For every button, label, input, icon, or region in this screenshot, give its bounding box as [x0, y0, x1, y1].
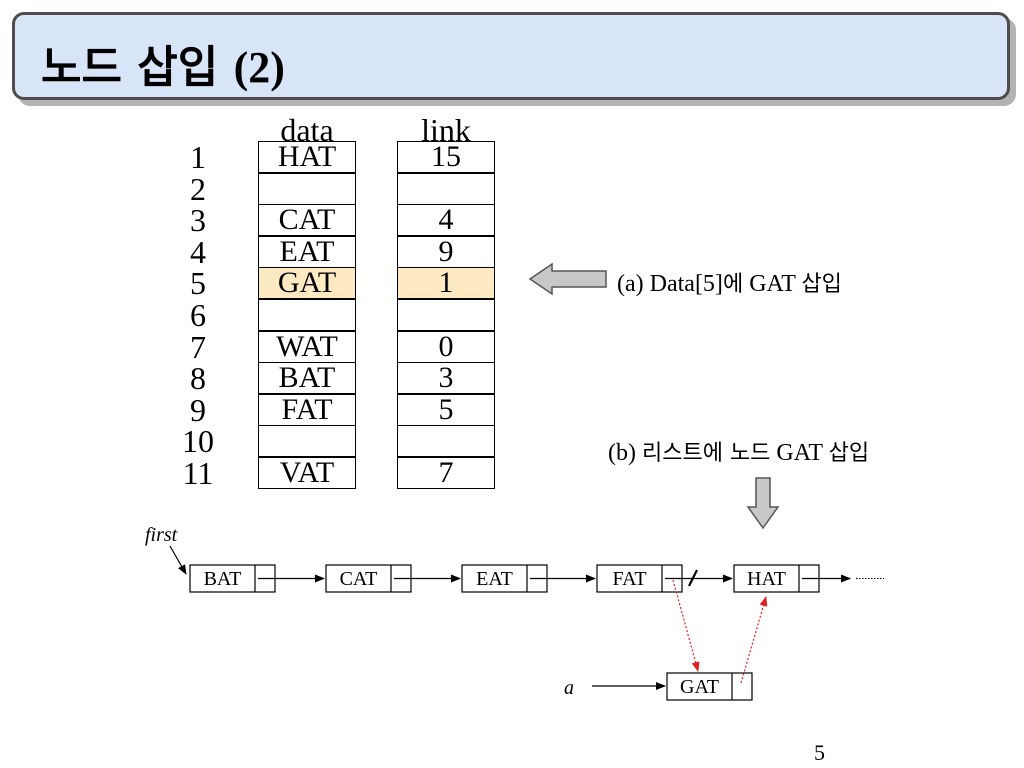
- title-prefix: 노드 삽입: [41, 42, 234, 93]
- row-index: 11: [182, 455, 214, 491]
- first-pointer-arrow: [169, 545, 187, 575]
- node-label: HAT: [747, 568, 786, 590]
- link-cell: 5: [397, 394, 495, 426]
- row-index: 7: [190, 329, 206, 365]
- row-index: 5: [190, 265, 206, 301]
- row-index: 3: [190, 202, 206, 238]
- left-block-arrow-icon: [528, 262, 607, 296]
- row-index: 6: [190, 297, 206, 333]
- link-cell: [397, 173, 495, 205]
- row-index: 2: [190, 171, 206, 207]
- data-cell: [258, 299, 356, 331]
- caption-a-ko2: 삽입: [801, 272, 842, 297]
- down-block-arrow-icon: [746, 477, 780, 530]
- caption-b-prefix: (b): [608, 440, 642, 466]
- new-node-label: GAT: [680, 676, 719, 698]
- caption-b-mid: GAT: [770, 440, 829, 466]
- caption-a-ko: 에: [722, 272, 744, 297]
- link-cell: [397, 425, 495, 457]
- data-cell: GAT: [258, 267, 356, 299]
- link-cell: 7: [397, 457, 495, 489]
- fat-to-gat-arrow: [672, 579, 700, 672]
- title-box: 노드 삽입 (2): [12, 12, 1010, 100]
- link-cell: [397, 299, 495, 331]
- caption-a-prefix: (a) Data[5]: [617, 271, 723, 297]
- caption-b: (b) 리스트에 노드 GAT 삽입: [608, 435, 869, 467]
- title-suffix: (2): [233, 43, 285, 92]
- caption-a: (a) Data[5]에 GAT 삽입: [617, 266, 842, 298]
- data-cell: EAT: [258, 236, 356, 268]
- break-mark: [688, 569, 698, 587]
- node-label: CAT: [340, 568, 378, 590]
- row-index: 1: [190, 139, 206, 175]
- page-title: 노드 삽입 (2): [41, 31, 285, 95]
- link-cell: 9: [397, 236, 495, 268]
- caption-a-mid: GAT: [743, 271, 802, 297]
- list-node: [325, 564, 412, 593]
- a-pointer-label: a: [564, 677, 574, 699]
- row-index: 9: [190, 392, 206, 428]
- data-cell: CAT: [258, 204, 356, 236]
- link-cell: 1: [397, 267, 495, 299]
- data-cell: BAT: [258, 362, 356, 394]
- node-label: FAT: [612, 568, 646, 590]
- data-cell: VAT: [258, 457, 356, 489]
- node-label: BAT: [204, 568, 242, 590]
- data-cell: [258, 425, 356, 457]
- link-cell: 4: [397, 204, 495, 236]
- node-label: EAT: [476, 568, 513, 590]
- row-index: 8: [190, 360, 206, 396]
- data-cell: HAT: [258, 141, 356, 173]
- link-cell: 15: [397, 141, 495, 173]
- data-cell: WAT: [258, 331, 356, 363]
- link-cell: 0: [397, 331, 495, 363]
- new-node: [666, 672, 753, 701]
- row-index: 4: [190, 234, 206, 270]
- row-index: 10: [182, 423, 214, 459]
- caption-b-ko: 리스트에 노드: [641, 441, 771, 466]
- first-pointer-label: first: [145, 524, 178, 546]
- page-number: 5: [814, 740, 825, 765]
- caption-b-ko2: 삽입: [828, 441, 870, 466]
- gat-to-hat-arrow: [740, 596, 768, 684]
- data-cell: [258, 173, 356, 205]
- link-cell: 3: [397, 362, 495, 394]
